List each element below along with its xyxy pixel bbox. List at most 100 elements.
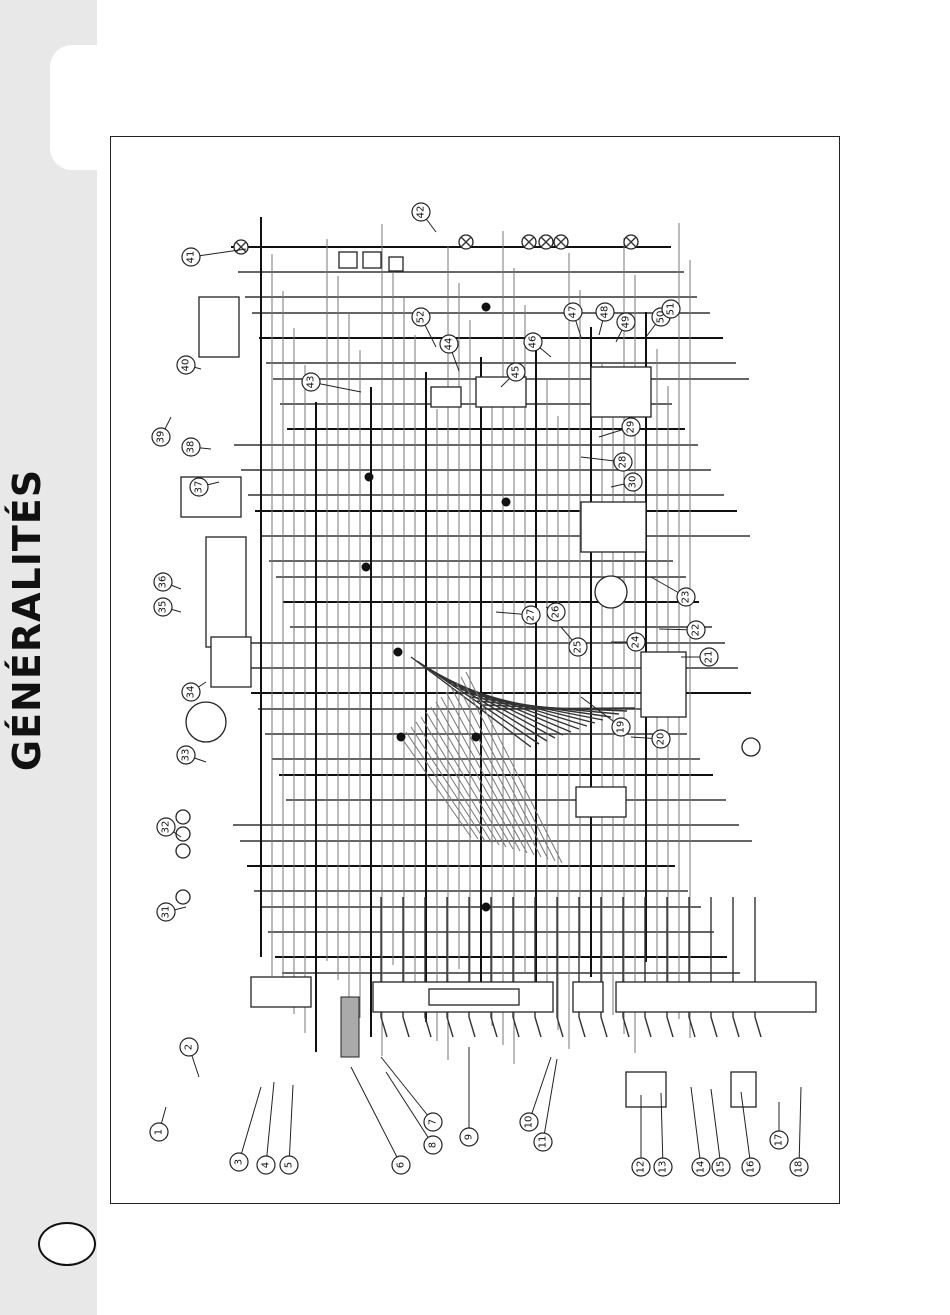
callout-leader <box>381 1057 433 1122</box>
flasher-relay <box>591 367 651 417</box>
callout-number: 23 <box>681 591 692 604</box>
callout-26: 26 <box>547 603 565 621</box>
callout-4: 4 <box>257 1156 275 1174</box>
callout-30: 30 <box>624 473 642 491</box>
callout-29: 29 <box>622 418 640 436</box>
callout-labels: 1234567891011121314151617181920212223242… <box>150 203 808 1176</box>
callout-8: 8 <box>424 1136 442 1154</box>
callout-number: 14 <box>696 1161 707 1174</box>
ecu-block <box>206 537 246 647</box>
callout-44: 44 <box>440 335 458 353</box>
callout-leader <box>386 1072 433 1145</box>
callout-number: 36 <box>158 576 169 589</box>
callout-21: 21 <box>700 648 718 666</box>
junction-dot <box>397 733 405 741</box>
callout-number: 5 <box>284 1162 295 1168</box>
dash-cluster <box>181 477 241 517</box>
tab-notch <box>50 45 110 170</box>
callout-13: 13 <box>654 1158 672 1176</box>
junction-dot <box>482 303 490 311</box>
callout-number: 40 <box>181 359 192 372</box>
callout-23: 23 <box>677 588 695 606</box>
junction-dot <box>502 498 510 506</box>
callout-leader <box>289 1085 293 1165</box>
callout-number: 21 <box>704 651 715 664</box>
callout-6: 6 <box>392 1156 410 1174</box>
battery-cell <box>341 997 359 1057</box>
callout-number: 35 <box>158 601 169 614</box>
callout-25: 25 <box>569 638 587 656</box>
starter-relay <box>576 787 626 817</box>
coil-pack <box>641 652 686 717</box>
callout-18: 18 <box>790 1158 808 1176</box>
callout-1: 1 <box>150 1123 168 1141</box>
wire-bundle <box>231 217 761 1064</box>
callout-number: 43 <box>306 376 317 389</box>
callout-43: 43 <box>302 373 320 391</box>
callout-35: 35 <box>154 598 172 616</box>
callout-leader <box>239 1087 261 1162</box>
callout-51: 51 <box>662 300 680 318</box>
callout-37: 37 <box>190 478 208 496</box>
callout-number: 39 <box>156 431 167 444</box>
callout-number: 2 <box>184 1044 195 1050</box>
callout-number: 22 <box>691 624 702 637</box>
switch-d <box>431 387 461 407</box>
relay-1 <box>626 1072 666 1107</box>
connector-window <box>429 989 519 1005</box>
callout-number: 46 <box>528 336 539 349</box>
harness-wire <box>489 708 635 709</box>
callout-number: 15 <box>716 1161 727 1174</box>
callout-28: 28 <box>614 453 632 471</box>
callout-number: 12 <box>636 1161 647 1174</box>
callout-number: 19 <box>616 721 627 734</box>
harness-wire <box>733 897 739 1037</box>
callout-9: 9 <box>460 1128 478 1146</box>
callout-number: 45 <box>511 366 522 379</box>
callout-number: 42 <box>416 206 427 219</box>
callout-32: 32 <box>157 818 175 836</box>
callout-number: 8 <box>428 1142 439 1148</box>
callout-24: 24 <box>627 633 645 651</box>
callout-22: 22 <box>687 621 705 639</box>
callout-number: 51 <box>666 303 677 316</box>
callout-48: 48 <box>596 303 614 321</box>
harness-wire <box>711 897 717 1037</box>
callout-number: 47 <box>568 306 579 319</box>
indicator-4 <box>176 890 190 904</box>
callout-17: 17 <box>770 1131 788 1149</box>
harness-wire <box>755 897 761 1037</box>
callout-number: 13 <box>658 1161 669 1174</box>
callout-11: 11 <box>534 1133 552 1151</box>
switch-a <box>339 252 357 268</box>
callout-number: 17 <box>774 1134 785 1147</box>
callout-number: 33 <box>181 749 192 762</box>
callout-number: 4 <box>261 1162 272 1168</box>
connector-small <box>573 982 603 1012</box>
connector-right <box>616 982 816 1012</box>
callout-number: 18 <box>794 1161 805 1174</box>
fuse-block <box>251 977 311 1007</box>
callout-38: 38 <box>182 438 200 456</box>
callout-31: 31 <box>157 903 175 921</box>
callout-34: 34 <box>182 683 200 701</box>
callout-leader <box>799 1087 801 1167</box>
callout-leader <box>691 1087 701 1167</box>
junction-dot <box>394 648 402 656</box>
callout-42: 42 <box>412 203 430 221</box>
horn-lamp <box>742 738 760 756</box>
callout-12: 12 <box>632 1158 650 1176</box>
callout-number: 48 <box>600 306 611 319</box>
callout-number: 41 <box>186 251 197 264</box>
callout-number: 52 <box>416 311 427 324</box>
callout-46: 46 <box>524 333 542 351</box>
callout-number: 49 <box>621 316 632 329</box>
callout-40: 40 <box>177 356 195 374</box>
section-title-text: GÉNÉRALITÉS <box>5 469 49 771</box>
callout-47: 47 <box>564 303 582 321</box>
callout-number: 6 <box>396 1162 407 1168</box>
callout-number: 25 <box>573 641 584 654</box>
callout-leader <box>266 1082 274 1165</box>
left-switch <box>199 297 239 357</box>
callout-number: 34 <box>186 686 197 699</box>
